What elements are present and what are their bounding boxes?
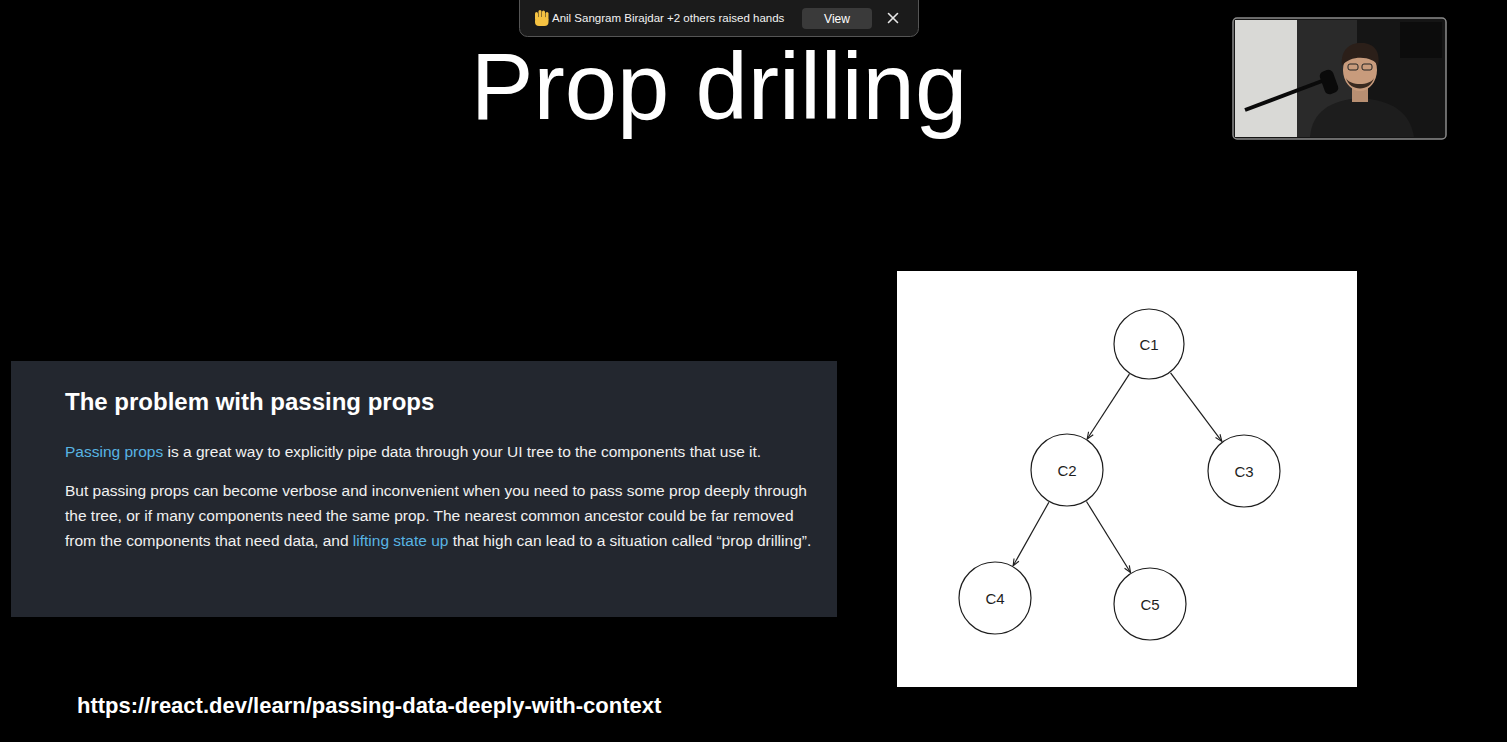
component-circle: C2	[1030, 433, 1104, 507]
component-label: C1	[1139, 336, 1158, 353]
body-text: is a great way to explicitly pipe data t…	[168, 443, 762, 460]
inline-link: lifting state up	[353, 532, 449, 549]
notification-bar: Anil Sangram Birajdar +2 others raised h…	[519, 0, 919, 37]
circle-shape	[1114, 309, 1184, 379]
person-hair	[1342, 43, 1379, 66]
circle-shape	[959, 562, 1031, 634]
close-stroke	[889, 14, 898, 23]
microphone	[1318, 68, 1339, 95]
body-text: that high can lead to a situation called…	[453, 532, 811, 549]
component-label: C5	[1140, 596, 1159, 613]
person-body	[1310, 98, 1414, 137]
circle-shape	[1114, 568, 1186, 640]
circle-shape	[1208, 435, 1280, 507]
diagram-canvas	[897, 271, 1357, 687]
component-circle: C1	[1113, 308, 1185, 380]
close-icon	[889, 14, 898, 23]
tree-edge	[1087, 374, 1129, 439]
acoustic-panel	[1400, 22, 1442, 58]
person-beard	[1346, 78, 1374, 89]
webcam-thumbnail	[1233, 18, 1446, 139]
component-circle: C5	[1113, 567, 1187, 641]
glasses	[1362, 64, 1372, 70]
component-circle: C3	[1207, 434, 1281, 508]
info-panel: The problem with passing propsPassing pr…	[11, 361, 837, 617]
component-circle: C4	[958, 561, 1032, 635]
view-button: View	[802, 8, 872, 29]
inline-link: Passing props	[65, 443, 163, 460]
tree-edge	[1171, 373, 1222, 442]
component-label: C4	[985, 590, 1004, 607]
mic-arm	[1245, 78, 1330, 110]
circle-shape	[1031, 434, 1103, 506]
video-frame	[1233, 18, 1446, 139]
raised-hand-icon	[535, 10, 549, 26]
source-url: https://react.dev/learn/passing-data-dee…	[77, 692, 661, 720]
component-label: C3	[1234, 463, 1253, 480]
panel-heading: The problem with passing props	[65, 388, 434, 415]
notification-bar	[520, 0, 919, 37]
slide-title: Prop drilling	[0, 32, 1438, 142]
hand-palm	[535, 17, 549, 26]
notification-text: Anil Sangram Birajdar +2 others raised h…	[552, 11, 784, 26]
tree-edge	[1013, 502, 1049, 566]
wall	[1235, 20, 1297, 137]
component-label: C2	[1057, 462, 1076, 479]
close-stroke	[889, 14, 898, 23]
button-label: View	[824, 12, 850, 26]
tree-edge	[1086, 501, 1130, 572]
panel-paragraph: Passing props is a great way to explicit…	[65, 439, 816, 464]
panel-paragraph: But passing props can become verbose and…	[65, 478, 816, 553]
panel-heading-block: The problem with passing props	[65, 387, 816, 417]
glasses	[1348, 64, 1358, 70]
